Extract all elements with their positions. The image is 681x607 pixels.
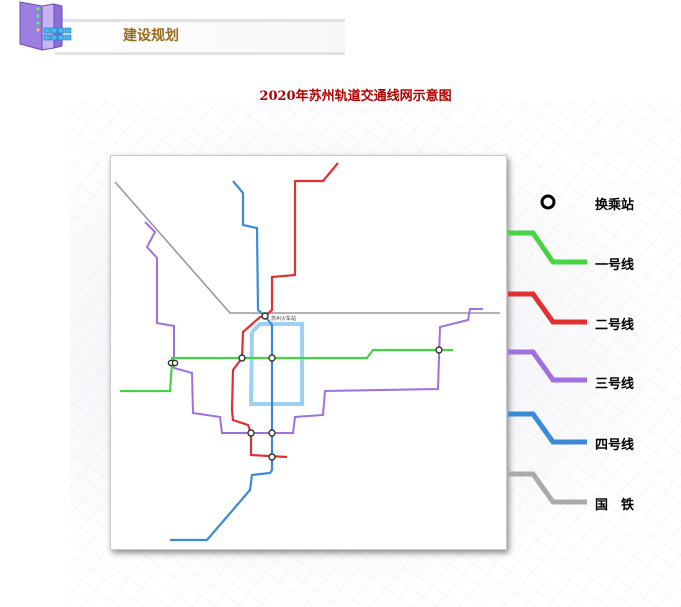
- interchange-station: [268, 453, 276, 461]
- server-icon: [19, 1, 72, 51]
- legend-label-line-4: 四号线: [595, 438, 635, 453]
- interchange-station: [238, 354, 246, 362]
- metro-line-4: [170, 180, 274, 542]
- metro-line-3: [144, 221, 483, 434]
- map-title: 2020年苏州轨道交通线网示意图: [259, 89, 452, 104]
- section-title: 建设规划: [123, 28, 179, 44]
- national-railway-line: [114, 181, 500, 314]
- legend-line-2: [508, 291, 587, 325]
- legend-label-railway: 国 铁: [595, 498, 635, 513]
- interchange-station: [171, 359, 179, 367]
- interchange-station: [435, 346, 443, 354]
- interchange-station: [268, 354, 276, 362]
- metro-line-2: [230, 162, 339, 459]
- legend-label-line-3: 三号线: [595, 377, 635, 392]
- legend-line-1: [508, 230, 587, 265]
- interchange-station: [261, 312, 269, 320]
- legend-line-railway: [508, 471, 587, 505]
- legend-label-line-2: 二号线: [595, 318, 635, 333]
- legend-label-interchange: 换乘站: [595, 198, 635, 213]
- metro-line-1: [120, 348, 453, 393]
- interchange-station: [268, 429, 276, 437]
- header-bar: [55, 19, 345, 55]
- interchange-station: [247, 429, 255, 437]
- station-label: 苏州火车站: [271, 315, 296, 322]
- light-blue-loop: [248, 322, 304, 406]
- legend-line-3: [508, 349, 587, 383]
- interchange-stations: [167, 312, 443, 461]
- legend-line-4: [508, 411, 587, 445]
- interchange-circle-icon: [540, 194, 556, 210]
- legend-label-line-1: 一号线: [595, 258, 635, 273]
